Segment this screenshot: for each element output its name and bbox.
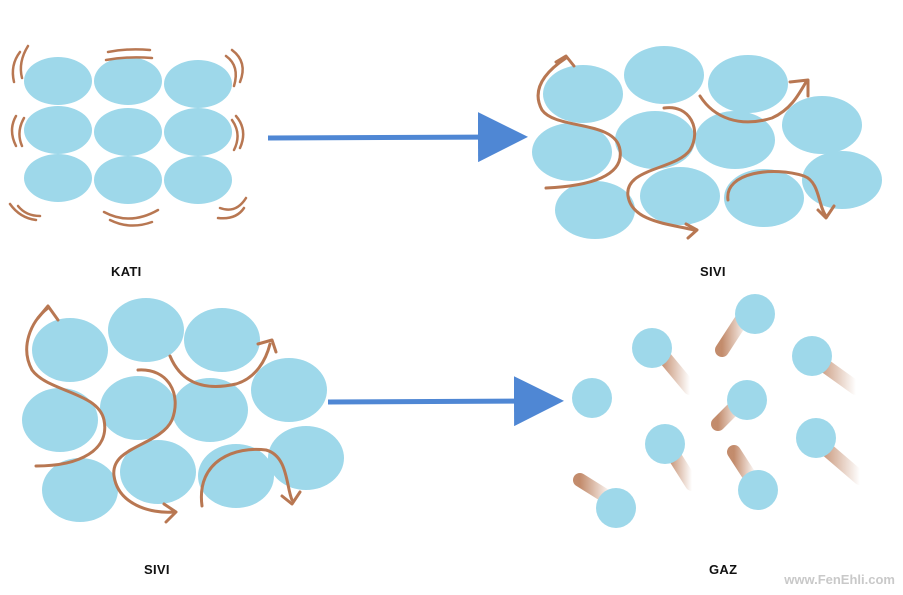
site-watermark: www.FenEhli.com [784,572,895,587]
solid-vibration-marks [8,44,248,227]
gas-label: GAZ [709,562,738,577]
liquid-bottom-particles [22,298,344,522]
liquid-to-gas-arrow [327,376,564,427]
solid-to-liquid-arrow [267,112,528,163]
liquid-top-particles [532,46,882,239]
liquid-bottom-label: SIVI [144,562,170,577]
gas-particles [572,294,867,528]
liquid-top-label: SIVI [700,264,726,279]
solid-particle-grid [24,57,232,204]
liquid-bottom-motion-arrows [25,304,302,524]
solid-label: KATI [111,264,142,279]
liquid-top-motion-arrows [536,54,836,240]
